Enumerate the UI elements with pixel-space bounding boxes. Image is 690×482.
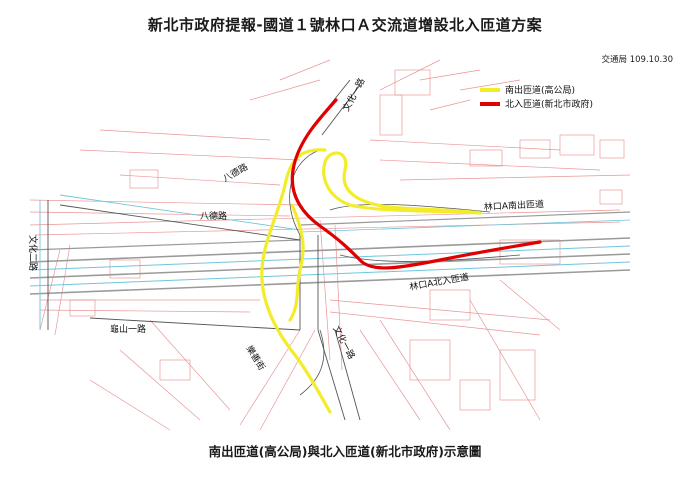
road-label-bade-lower: 八德路 <box>200 210 227 222</box>
page-title: 新北市政府提報-國道１號林口Ａ交流道增設北入匝道方案 <box>147 16 543 34</box>
legend-label-yellow: 南出匝道(高公局) <box>505 84 575 96</box>
road-label-wenhua2: 文化二路 <box>27 235 39 271</box>
figure-caption: 南出匝道(高公局)與北入匝道(新北市政府)示意圖 <box>208 444 482 459</box>
legend-label-red: 北入匝道(新北市政府) <box>505 98 593 110</box>
road-label-wenhua1-north: 文化一路 <box>340 76 368 113</box>
road-labels: 文化一路 八德路 八德路 文化二路 龜山一路 文化一路 樂善街 林口A南出匝道 … <box>27 76 544 373</box>
cad-building-blocks <box>69 69 625 411</box>
road-label-bade-upper: 八德路 <box>221 161 250 185</box>
road-label-ramp-north-entry: 林口A北入匝道 <box>408 271 469 293</box>
source-note: 交通局 109.10.30 <box>601 55 673 65</box>
cad-background <box>29 59 631 431</box>
road-label-ramp-south-exit: 林口A南出匝道 <box>484 198 545 213</box>
legend: 南出匝道(高公局) 北入匝道(新北市政府) <box>480 84 593 110</box>
yellow-south-exit-ramp <box>260 148 482 414</box>
freeway-band <box>29 211 631 295</box>
road-label-guishan1: 龜山一路 <box>110 323 146 335</box>
road-label-wenhua1-south: 文化一路 <box>330 324 358 361</box>
red-north-entry-ramp <box>290 98 542 270</box>
road-label-south-side-road: 樂善街 <box>243 343 267 372</box>
existing-ramps <box>289 149 521 396</box>
